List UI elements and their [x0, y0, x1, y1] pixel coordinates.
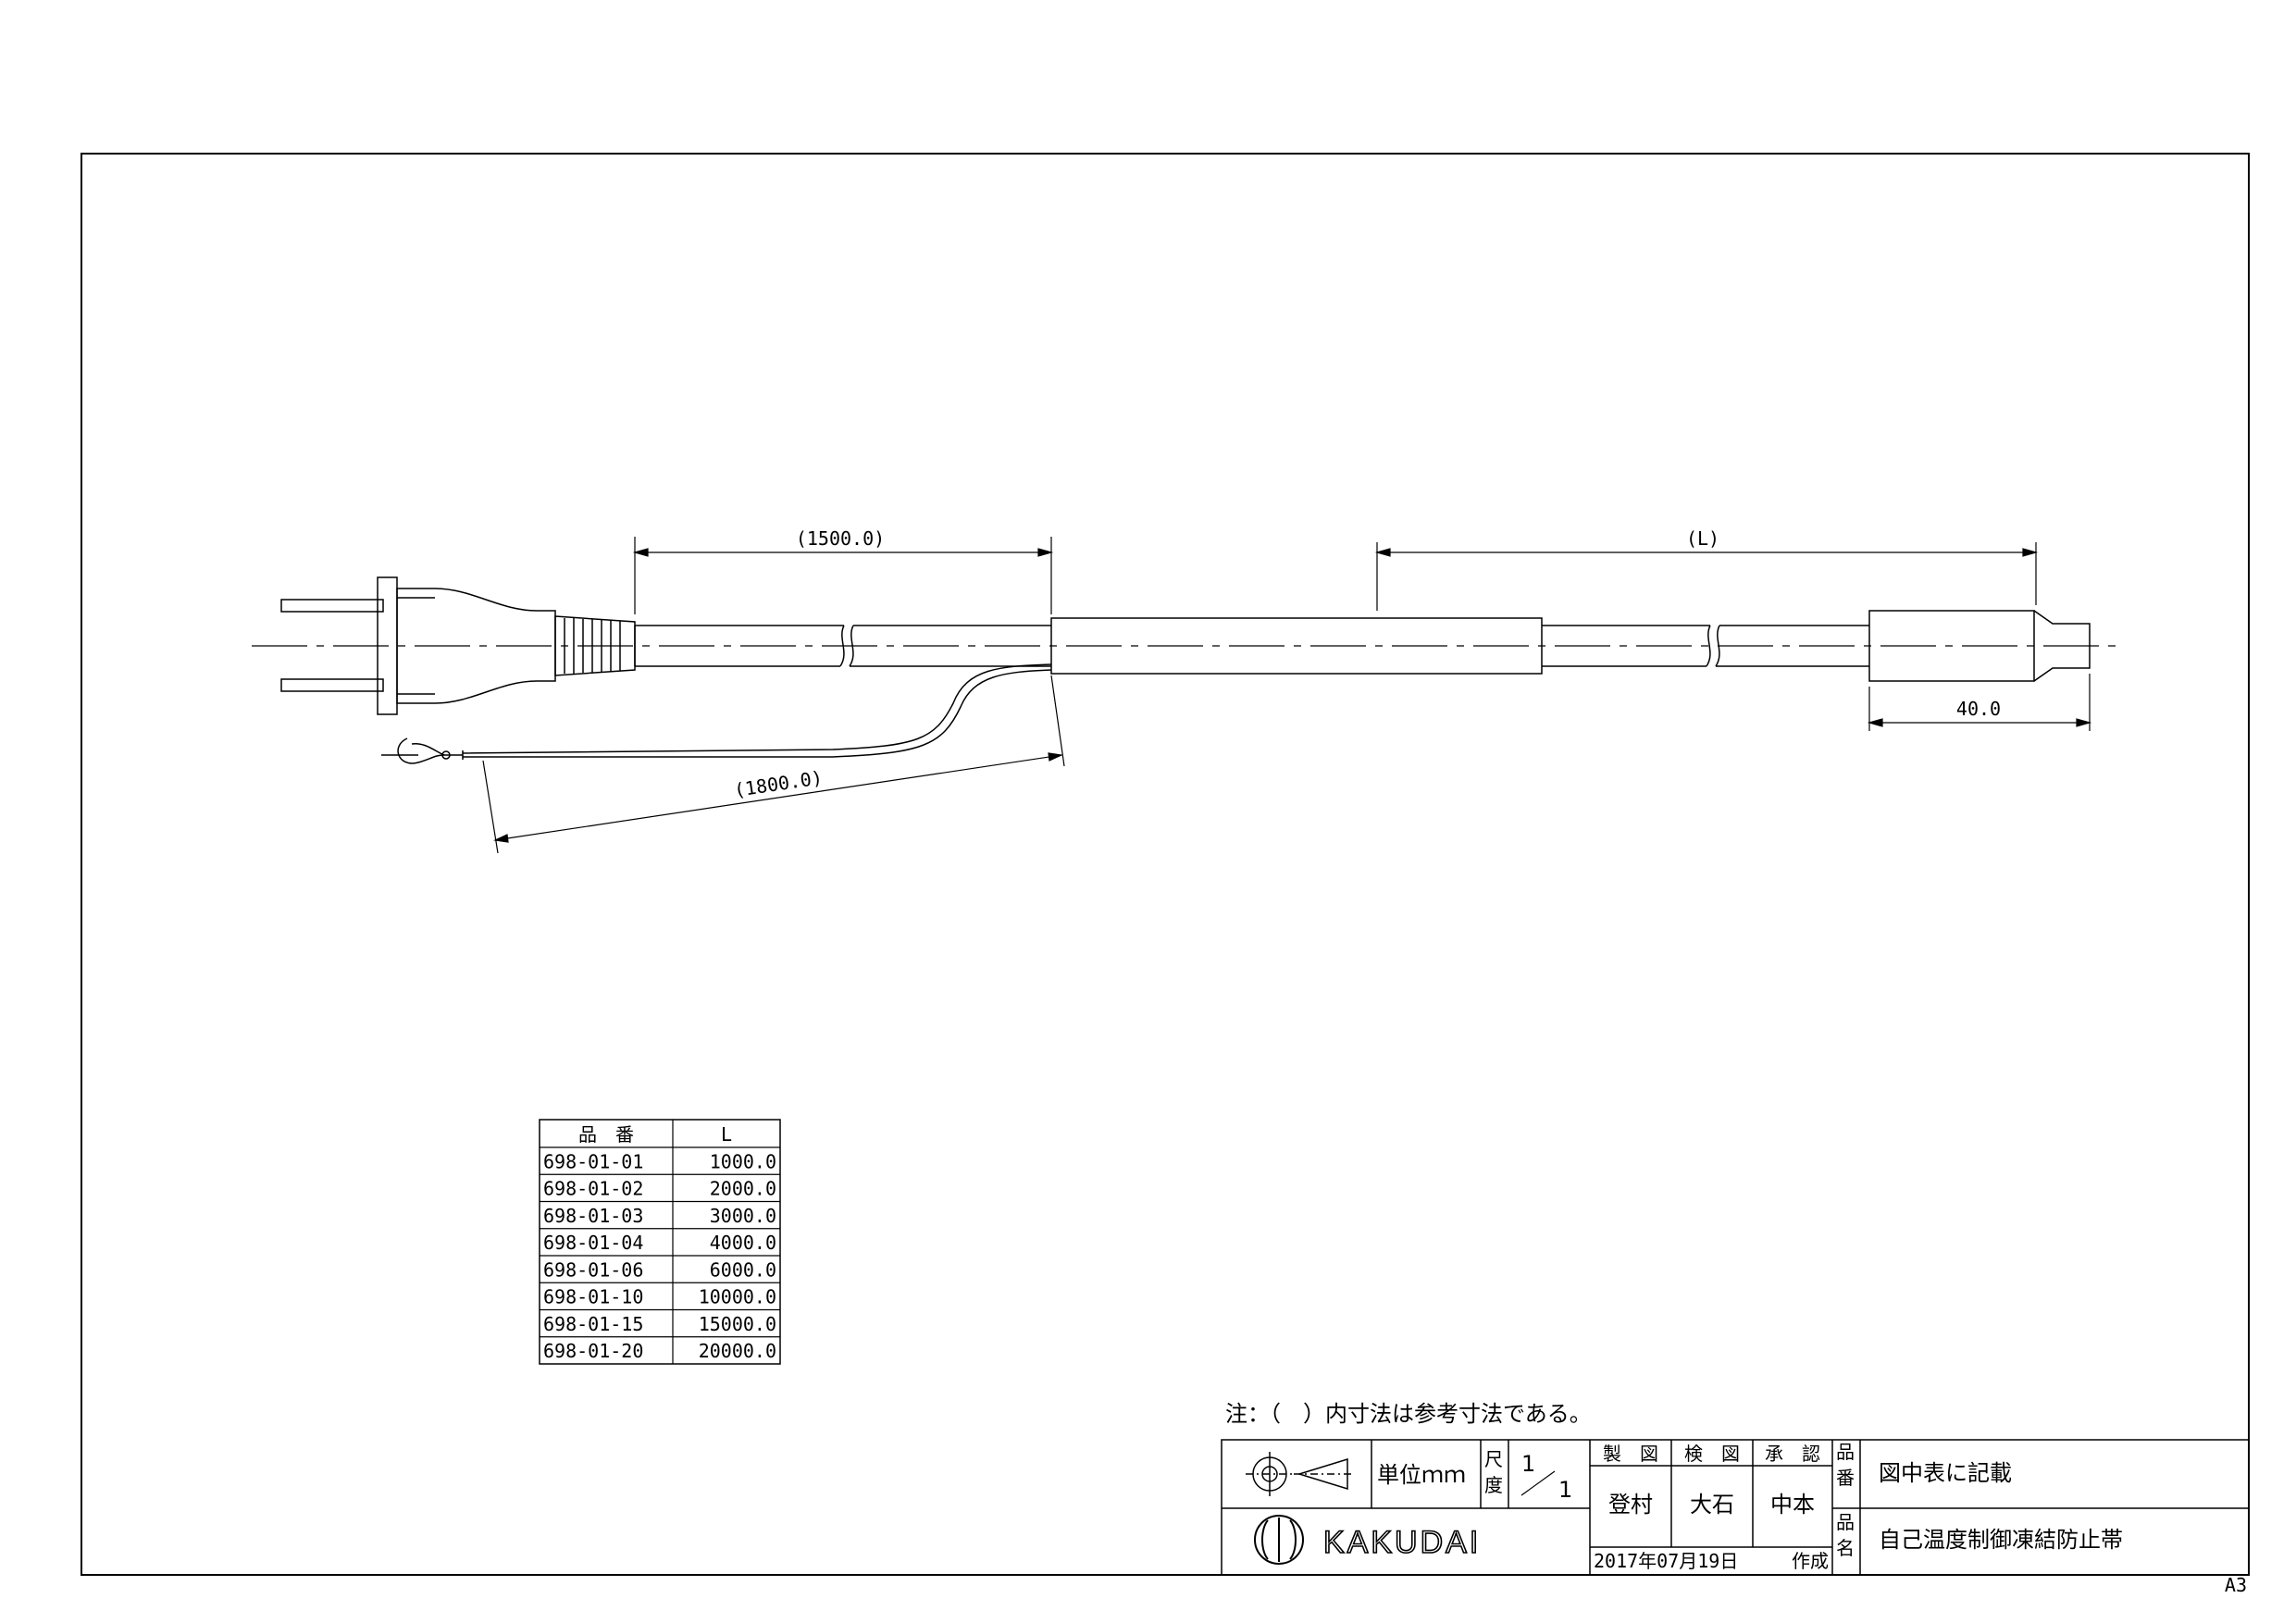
table-row-length: 6000.0: [710, 1258, 776, 1281]
heater-cable-drawing: [252, 576, 2121, 764]
junction-sleeve: [1050, 617, 1543, 675]
table-row-part: 698-01-20: [543, 1340, 643, 1362]
table-row-length: 20000.0: [699, 1340, 776, 1362]
scale-denominator: 1: [1558, 1477, 1572, 1503]
table-row-part: 698-01-01: [543, 1150, 643, 1172]
table-row-part: 698-01-15: [543, 1313, 643, 1335]
plug-body: [377, 576, 556, 715]
approved-label: 承 認: [1765, 1443, 1820, 1465]
dimension-labels: (1500.0) (L) 40.0 (1800.0): [733, 527, 2002, 801]
table-row-length: 3000.0: [710, 1205, 776, 1227]
scale-label-1: 尺: [1484, 1448, 1503, 1470]
paper-size: A3: [2225, 1574, 2247, 1596]
company-logo-text: KAKUDAI: [1323, 1525, 1481, 1560]
name-label-2: 名: [1836, 1537, 1855, 1559]
part-no-label-2: 番: [1836, 1467, 1855, 1489]
dim-heater-length: (L): [1686, 527, 1719, 550]
table-row-length: 15000.0: [699, 1313, 776, 1335]
table-row-length: 1000.0: [710, 1150, 776, 1172]
table-row-length: 4000.0: [710, 1232, 776, 1254]
table-row-part: 698-01-06: [543, 1258, 643, 1281]
table-header-part: 品 番: [578, 1123, 634, 1146]
dimensions: [482, 537, 2092, 854]
table-row-part: 698-01-03: [543, 1205, 643, 1227]
approved-by: 中本: [1770, 1492, 1815, 1518]
name-label-1: 品: [1836, 1511, 1855, 1533]
plug-prongs: [280, 599, 384, 692]
drawn-label: 製 図: [1603, 1443, 1658, 1465]
table-row-length: 2000.0: [710, 1178, 776, 1200]
sheet-border: [81, 153, 2250, 1576]
drawing-date: 2017年07月19日: [1594, 1550, 1738, 1572]
checked-label: 検 図: [1684, 1443, 1740, 1465]
strain-relief: [554, 615, 636, 676]
dim-ground-lead-length: (1800.0): [733, 766, 825, 801]
kakudai-logo-icon: [1254, 1515, 1304, 1565]
drawn-by: 登村: [1608, 1492, 1653, 1518]
part-no-label-1: 品: [1836, 1441, 1855, 1463]
created-label: 作成: [1792, 1550, 1829, 1572]
scale-label-2: 度: [1484, 1474, 1503, 1496]
heater-cable: [1542, 625, 1869, 667]
part-no-value: 図中表に記載: [1879, 1460, 2012, 1486]
scale-numerator: 1: [1521, 1451, 1535, 1477]
table-row-part: 698-01-10: [543, 1286, 643, 1308]
table-row-part: 698-01-02: [543, 1178, 643, 1200]
dim-end-cap-length: 40.0: [1956, 698, 2001, 720]
parts-table: 品 番 L 698-01-01 1000.0 698-01-02 2000.0 698-…: [539, 1119, 781, 1365]
unit-label: 単位ｍｍ: [1377, 1462, 1466, 1488]
table-header-length: L: [721, 1123, 732, 1146]
end-cap: [1868, 610, 2091, 682]
table-row-length: 10000.0: [699, 1286, 776, 1308]
product-name: 自己温度制御凍結防止帯: [1879, 1527, 2123, 1553]
checked-by: 大石: [1690, 1492, 1734, 1518]
table-row-part: 698-01-04: [543, 1232, 643, 1254]
third-angle-projection-icon: [1246, 1452, 1353, 1496]
title-block-text: 単位ｍｍ 尺 度 1 1 製 図 検 図 承 認 登村 大石 中本 KAKUDA…: [1322, 1441, 2123, 1572]
dim-cord-length: (1500.0): [796, 527, 885, 550]
reference-note: 注：（ ）内寸法は参考寸法である。: [1225, 1401, 1592, 1427]
ground-lead: [381, 663, 1052, 764]
title-block: [1221, 1439, 2250, 1576]
